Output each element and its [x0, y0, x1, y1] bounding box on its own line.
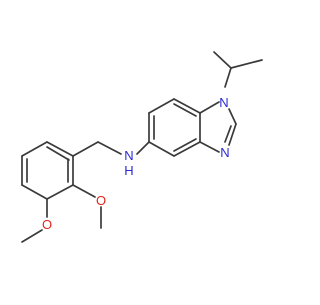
- bond-c2-n3-inner: [224, 125, 232, 143]
- bond-ring2-e-inner: [173, 138, 197, 152]
- bond-ch-me1: [213, 51, 232, 69]
- bond-ring2-c: [173, 98, 201, 114]
- bond-ring1-c: [21, 184, 48, 200]
- molecule-structure: N H N N O O: [21, 51, 263, 243]
- bond-n1-ch: [224, 67, 232, 88]
- amine-h-label: H: [124, 163, 133, 178]
- imidazole-n1-label: N: [219, 95, 228, 110]
- bond-ring2-b: [148, 98, 175, 114]
- bond-c-o1: [72, 184, 96, 198]
- bond-ring1-d: [46, 184, 74, 200]
- bond-ch2-a: [72, 141, 99, 157]
- bond-c2-n3: [228, 123, 237, 146]
- bond-ring1-f: [46, 141, 74, 157]
- bond-c-n1: [199, 101, 220, 114]
- bond-n3-c: [199, 141, 220, 153]
- bond-ring1-f-inner: [46, 146, 70, 161]
- amine-n-label: N: [124, 148, 133, 163]
- bond-ring2-e: [173, 141, 201, 157]
- imidazole-n3-label: N: [220, 145, 229, 160]
- structure-canvas: N H N N O O: [21, 51, 263, 243]
- bond-n-ring2: [136, 141, 150, 155]
- bonds: [21, 51, 263, 243]
- methoxy-o-bottom-label: O: [42, 217, 52, 232]
- bond-ring2-c-inner: [173, 103, 197, 117]
- bond-ring2-f: [148, 141, 175, 157]
- bond-ch-me2: [230, 59, 263, 69]
- bond-o2-me: [21, 229, 43, 243]
- methoxy-o-top-label: O: [96, 193, 106, 208]
- bond-ring1-a: [21, 141, 48, 157]
- bond-n1-c2: [228, 108, 237, 125]
- bond-ch2-n: [97, 141, 122, 155]
